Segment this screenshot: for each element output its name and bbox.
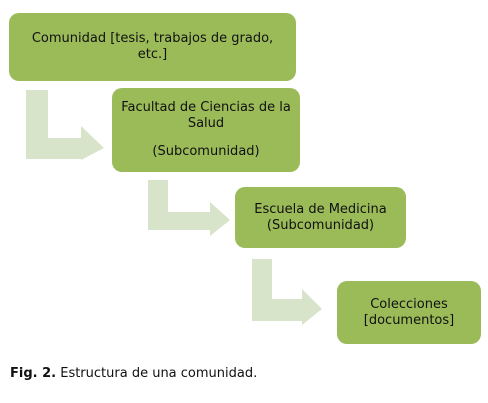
node-facultad-line-1: Facultad de Ciencias de la — [121, 100, 291, 115]
node-colecciones-line-2: [documentos] — [363, 312, 455, 328]
figure-caption-text: Estructura de una comunidad. — [56, 366, 258, 381]
node-comunidad: Comunidad [tesis, trabajos de grado, etc… — [9, 13, 296, 81]
node-colecciones: Colecciones [documentos] — [337, 281, 481, 344]
bent-arrow-3 — [252, 259, 322, 325]
node-facultad: Facultad de Ciencias de la Salud (Subcom… — [112, 88, 300, 172]
node-escuela: Escuela de Medicina (Subcomunidad) — [235, 187, 406, 248]
node-colecciones-line-1: Colecciones — [370, 296, 448, 312]
node-escuela-line-1: Escuela de Medicina — [254, 201, 387, 217]
figure-caption-label: Fig. 2. — [10, 366, 57, 381]
node-facultad-line-2: Salud — [187, 116, 225, 131]
node-facultad-sub: (Subcomunidad) — [152, 144, 260, 159]
bent-arrow-2 — [148, 180, 230, 236]
node-comunidad-line-2: etc.] — [137, 47, 168, 62]
node-comunidad-line-1: Comunidad [tesis, trabajos de grado, — [31, 31, 274, 46]
figure-caption: Fig. 2. Estructura de una comunidad. — [10, 366, 257, 381]
bent-arrow-1 — [26, 90, 104, 160]
node-escuela-line-2: (Subcomunidad) — [266, 217, 375, 233]
